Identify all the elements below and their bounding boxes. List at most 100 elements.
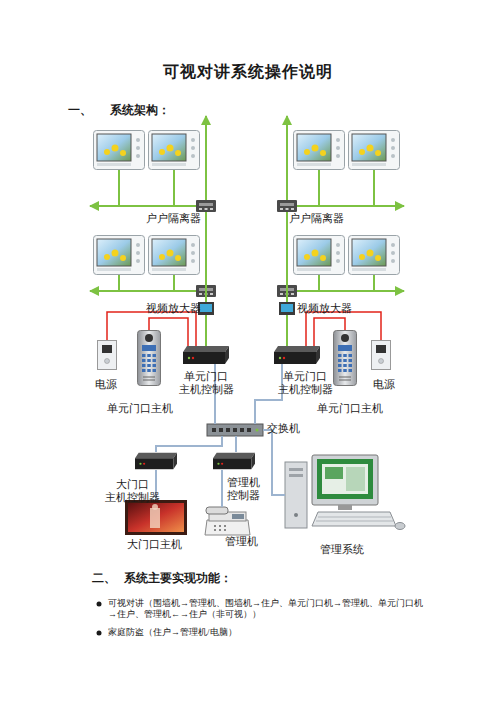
signal-wire	[205, 315, 207, 346]
device-label: 管理机 控制器	[227, 476, 272, 502]
signal-wire	[235, 436, 237, 452]
page-title: 可视对讲系统操作说明	[0, 62, 496, 82]
device-node: 单元门口 主机控制器	[183, 346, 229, 364]
bus-wire	[318, 170, 320, 206]
bullet-dot	[97, 602, 102, 636]
device-node: 单元门口 主机控制器	[274, 346, 320, 364]
phone-symbol	[219, 529, 221, 531]
computer-symbol	[289, 474, 303, 477]
power-supply-symbol	[98, 341, 391, 370]
computer-symbol	[325, 467, 343, 479]
bus-wire	[90, 290, 196, 292]
controller-symbol	[135, 453, 177, 469]
computer-symbol	[318, 517, 391, 518]
signal-wire	[156, 436, 222, 452]
computer-symbol	[294, 513, 298, 517]
phone-symbol	[206, 507, 228, 514]
isolator-symbol	[277, 200, 297, 212]
bus-wire	[118, 170, 120, 206]
bullet-text: 家庭防盗（住户→管理机/电脑）	[108, 627, 430, 638]
bus-wire	[90, 205, 196, 207]
device-node: 电源	[97, 340, 117, 370]
phone-symbol	[224, 525, 226, 527]
phone-symbol	[214, 529, 216, 531]
device-node: 管理系统	[285, 455, 400, 535]
bus-wire	[373, 275, 375, 291]
signal-wire	[107, 312, 196, 346]
gate-station-symbol	[125, 500, 187, 535]
device-label: 大门口主机	[127, 538, 197, 551]
controller-symbol	[213, 453, 255, 469]
switch-symbol	[207, 424, 263, 436]
isolator-symbol	[196, 200, 297, 297]
amplifier-symbol	[279, 302, 295, 315]
device-label: 电源	[373, 378, 403, 391]
device-node: 大门口 主机控制器	[135, 452, 177, 470]
intercom-monitor	[94, 236, 145, 275]
device-label: 单元门口主机	[107, 402, 187, 415]
gate-station-symbol	[152, 504, 158, 510]
signal-wire	[205, 212, 207, 302]
device-label: 视频放大器	[146, 302, 202, 315]
device-label: 电源	[95, 378, 125, 391]
device-label: 管理系统	[320, 543, 380, 556]
signal-wire	[263, 430, 285, 495]
device-label: 视频放大器	[297, 302, 357, 315]
phone-symbol	[205, 520, 250, 535]
device-label: 单元门口 主机控制器	[274, 370, 336, 396]
switch-symbol	[247, 428, 251, 432]
phone-symbol	[219, 525, 221, 527]
door-station-symbol	[334, 331, 357, 386]
device-label: 单元门口主机	[317, 402, 397, 415]
bus-wire	[318, 275, 320, 291]
bus-wire	[297, 290, 404, 292]
device-label: 户户隔离器	[146, 212, 208, 225]
computer-symbol	[312, 512, 396, 526]
computer-symbol	[316, 521, 393, 522]
device-label: 管理机	[225, 535, 270, 548]
bus-wire	[373, 170, 375, 206]
bullet-dot	[97, 631, 102, 636]
device-label: 大门口 主机控制器	[97, 478, 167, 504]
bullet-dot	[97, 602, 102, 607]
computer-symbol	[346, 467, 365, 491]
switch-symbol	[226, 428, 230, 432]
power-supply-symbol	[372, 341, 391, 370]
switch-symbol	[240, 428, 244, 432]
computer-symbol	[395, 523, 405, 530]
amplifier-symbol	[198, 302, 295, 315]
power-supply-symbol	[98, 341, 117, 370]
computer-symbol	[317, 459, 373, 499]
computer-symbol	[322, 464, 368, 494]
section-heading: 系统主要实现功能：	[124, 571, 324, 585]
controller-symbol	[274, 346, 320, 364]
computer-symbol	[289, 468, 303, 471]
switch-symbol	[207, 424, 263, 436]
signal-wire	[221, 470, 223, 507]
phone-symbol	[224, 529, 226, 531]
intercom-monitor	[149, 131, 200, 170]
device-node: 电源	[371, 340, 391, 370]
computer-symbol	[338, 505, 352, 510]
intercom-monitor	[94, 131, 400, 275]
switch-symbol	[212, 428, 216, 432]
intercom-monitor	[149, 236, 200, 275]
signal-wire	[149, 318, 188, 346]
phone-symbol	[205, 507, 250, 535]
computer-symbol	[285, 455, 405, 530]
intercom-monitor	[294, 131, 345, 170]
intercom-monitor	[94, 131, 145, 170]
device-label: 单元门口 主机控制器	[175, 370, 237, 396]
bus-wire	[205, 116, 207, 200]
controller-symbol	[183, 346, 229, 364]
bus-wire	[118, 275, 120, 291]
device-label: 户户隔离器	[289, 212, 351, 225]
signal-wire	[286, 212, 288, 302]
device-node: 管理机 控制器	[213, 452, 255, 470]
device-node: 交换机	[207, 424, 263, 436]
gate-station-symbol	[150, 508, 160, 528]
intercom-monitor	[349, 236, 400, 275]
